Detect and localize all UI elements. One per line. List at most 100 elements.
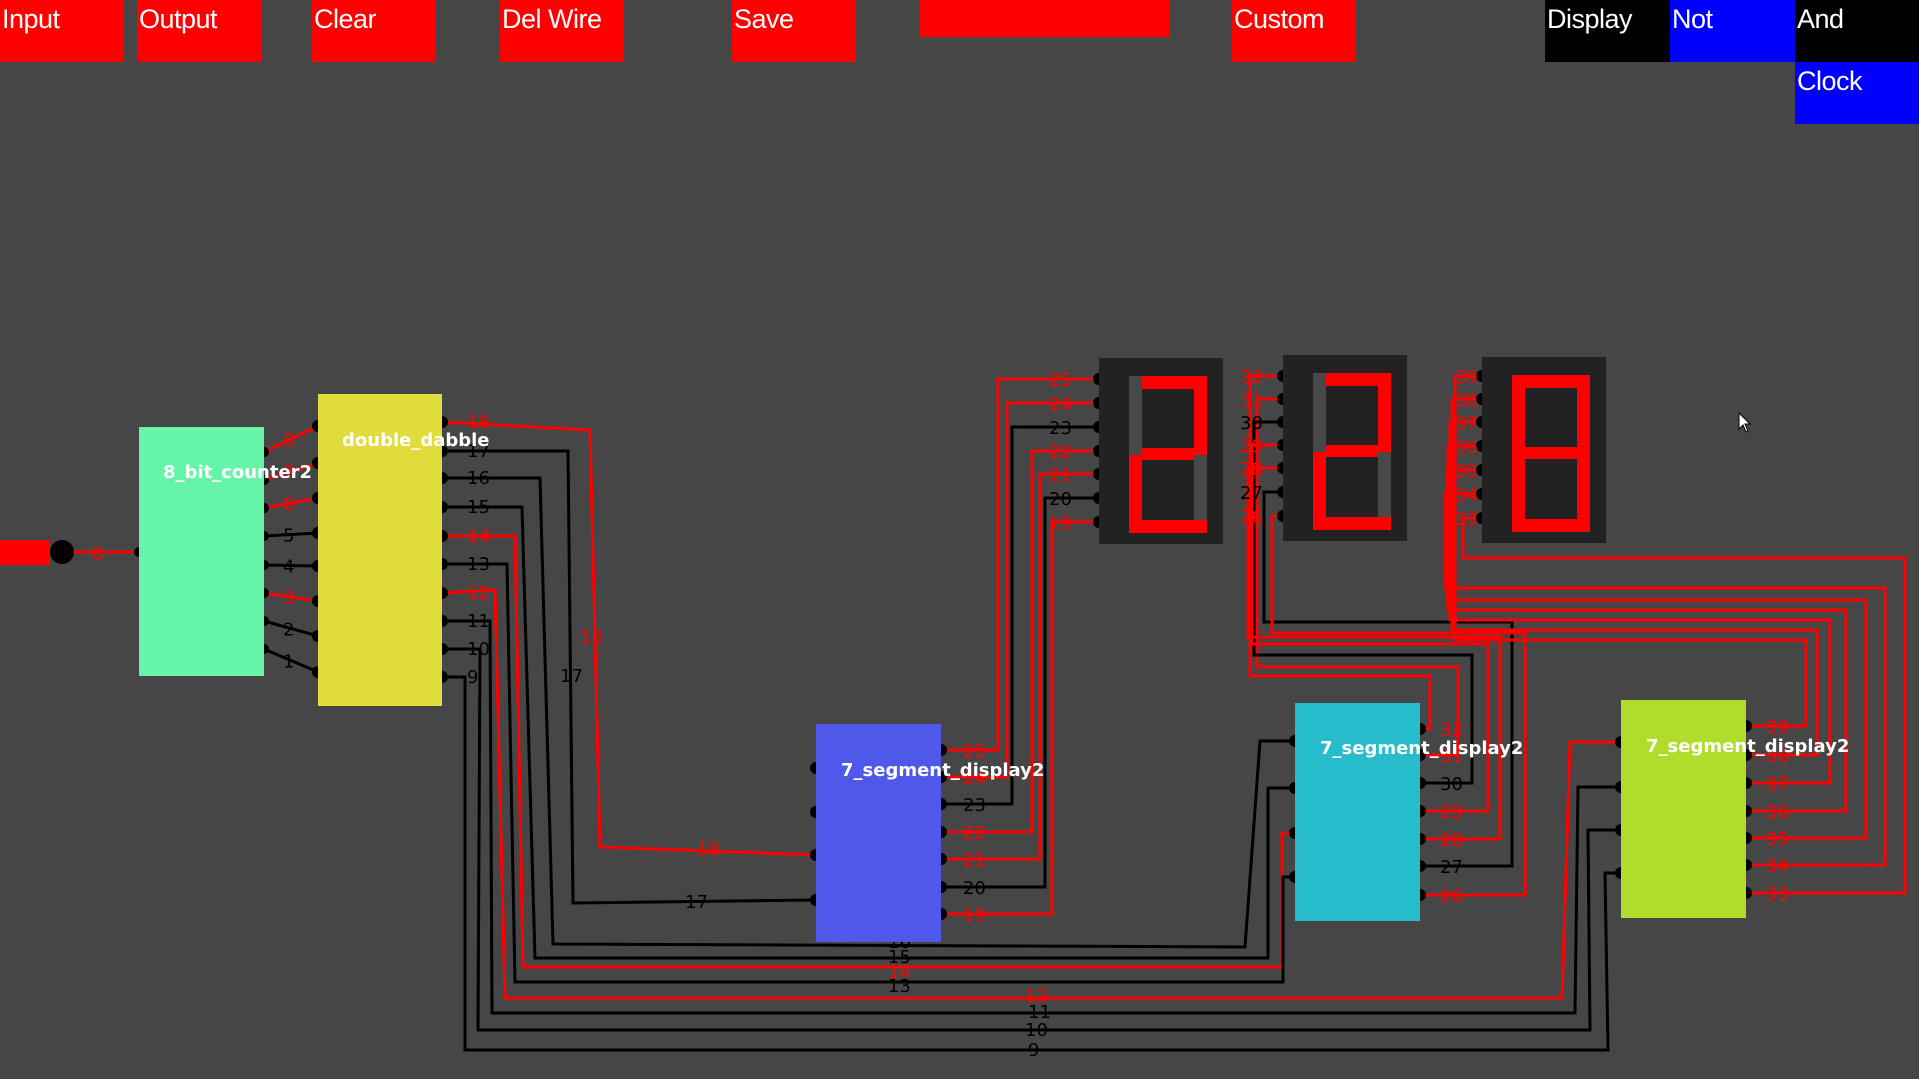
wire-bcd-11[interactable] <box>442 619 1621 1015</box>
wire-label: 29 <box>1440 802 1463 823</box>
custom-button[interactable]: Custom <box>1232 0 1356 62</box>
wire-label: 5 <box>283 526 294 547</box>
wire-label: 32 <box>1240 367 1263 388</box>
wire-label: 11 <box>1028 1002 1051 1023</box>
wire-hundreds-33[interactable] <box>1461 516 1907 895</box>
wire-tens-32[interactable] <box>1248 374 1432 731</box>
wire-label: 25 <box>1049 370 1072 391</box>
clock-button[interactable]: Clock <box>1795 62 1919 124</box>
wire-counter-2[interactable] <box>263 619 319 638</box>
wire-counter-6[interactable] <box>263 496 319 510</box>
wire-label: 23 <box>963 795 986 816</box>
wire-bcd-16[interactable] <box>442 476 1295 949</box>
wire-bcd-10[interactable] <box>442 647 1621 1032</box>
wire-tens-28[interactable] <box>1246 466 1502 841</box>
wire-bcd-12[interactable] <box>441 588 1621 1000</box>
wire-ones-25[interactable] <box>941 377 1099 752</box>
input-button[interactable]: Input <box>0 0 124 62</box>
wire-hundreds-39[interactable] <box>1453 374 1808 728</box>
segment-c <box>1194 455 1207 525</box>
not-button[interactable]: Not <box>1670 0 1795 62</box>
wire-hundreds-36[interactable] <box>1446 444 1848 813</box>
wire-counter-8[interactable] <box>263 424 319 454</box>
wire-tens-30[interactable] <box>1252 420 1474 785</box>
wire-label: 22 <box>1049 442 1072 463</box>
wire-label: 3 <box>283 588 294 609</box>
output-button[interactable]: Output <box>137 0 261 62</box>
wire-tens-31[interactable] <box>1255 397 1460 757</box>
wire-counter-4[interactable] <box>263 563 319 568</box>
wire-bcd-13[interactable] <box>442 562 1295 984</box>
chip-seg-ones[interactable] <box>816 724 941 942</box>
wire-label: 27 <box>1240 483 1263 504</box>
segment-f <box>1313 373 1326 452</box>
wire-label: 18 <box>580 627 603 648</box>
wire-hundreds-34[interactable] <box>1443 492 1887 867</box>
and-button[interactable]: And <box>1795 0 1919 62</box>
clear-button[interactable]: Clear <box>312 0 436 62</box>
wire-hundreds-35[interactable] <box>1445 468 1868 840</box>
chip-seg-tens[interactable] <box>1295 703 1420 921</box>
wire-ones-22[interactable] <box>941 449 1099 834</box>
wire-label: 16 <box>467 468 490 489</box>
wire-label: 18 <box>467 412 490 433</box>
wire-label: 31 <box>1240 390 1263 411</box>
wire-label: 38 <box>1766 746 1789 767</box>
del-wire-button[interactable]: Del Wire <box>500 0 624 62</box>
wire-bcd-9[interactable] <box>442 675 1621 1052</box>
wire-bcd-15[interactable] <box>442 505 1295 960</box>
wire-bcd-14[interactable] <box>442 534 1295 969</box>
wire-tens-26[interactable] <box>1270 514 1527 897</box>
wire-label: 17 <box>685 892 708 913</box>
wire-label: 18 <box>697 839 720 860</box>
segment-d <box>1512 519 1590 532</box>
wire-label: 37 <box>1455 413 1478 434</box>
chip-label-seg-hundreds: 7_segment_display2 <box>1646 736 1850 757</box>
blank-button[interactable] <box>920 0 1170 37</box>
wire-tens-29[interactable] <box>1250 443 1490 813</box>
segment-b <box>1378 373 1391 452</box>
wire-label: 9 <box>1028 1040 1039 1061</box>
chip-seg-hundreds[interactable] <box>1621 700 1746 918</box>
wire-counter-3[interactable] <box>263 591 319 603</box>
wire-label: 28 <box>1240 459 1263 480</box>
wire-counter-7[interactable] <box>263 461 319 482</box>
wire-ones-23[interactable] <box>941 425 1099 806</box>
wire-label: 36 <box>1455 437 1478 458</box>
wire-ones-21[interactable] <box>941 472 1099 861</box>
wire-counter-1[interactable] <box>263 647 319 674</box>
wire-label: 7 <box>283 463 294 484</box>
wire-ones-24[interactable] <box>941 401 1099 779</box>
input-switch[interactable] <box>0 540 50 565</box>
wire-label: 1 <box>283 652 294 673</box>
wire-label: 10 <box>1025 1020 1048 1041</box>
wire-ones-20[interactable] <box>941 496 1099 889</box>
wire-label: 19 <box>963 905 986 926</box>
wire-counter-5[interactable] <box>263 531 319 538</box>
wire-label: 24 <box>963 768 986 789</box>
wire-label: 31 <box>1440 746 1463 767</box>
wire-bcd-18[interactable] <box>441 420 817 857</box>
segment-e <box>1512 454 1525 524</box>
wire-label: 10 <box>467 639 490 660</box>
chip-label-counter: 8_bit_counter2 <box>163 462 313 483</box>
input-switch-knob[interactable] <box>50 540 74 564</box>
wire-tens-27[interactable] <box>1262 490 1514 868</box>
segment-f <box>1129 376 1142 455</box>
wire-hundreds-38[interactable] <box>1450 397 1819 757</box>
chip-double-dabble[interactable] <box>318 394 442 706</box>
save-button[interactable]: Save <box>732 0 856 62</box>
segment-d <box>1313 517 1391 530</box>
chip-counter[interactable] <box>139 427 264 676</box>
wire-label: 15 <box>467 497 490 518</box>
wire-label: 21 <box>963 850 986 871</box>
wire-hundreds-37[interactable] <box>1448 420 1832 785</box>
wire-label: 12 <box>1025 986 1048 1007</box>
wire-label: 24 <box>1049 394 1072 415</box>
wire-bcd-17[interactable] <box>442 449 817 905</box>
wire-label: 13 <box>467 554 490 575</box>
wire-ones-19[interactable] <box>941 520 1099 916</box>
wire-label: 37 <box>1766 774 1789 795</box>
wire-label: 19 <box>1049 513 1072 534</box>
display-button[interactable]: Display <box>1545 0 1670 62</box>
